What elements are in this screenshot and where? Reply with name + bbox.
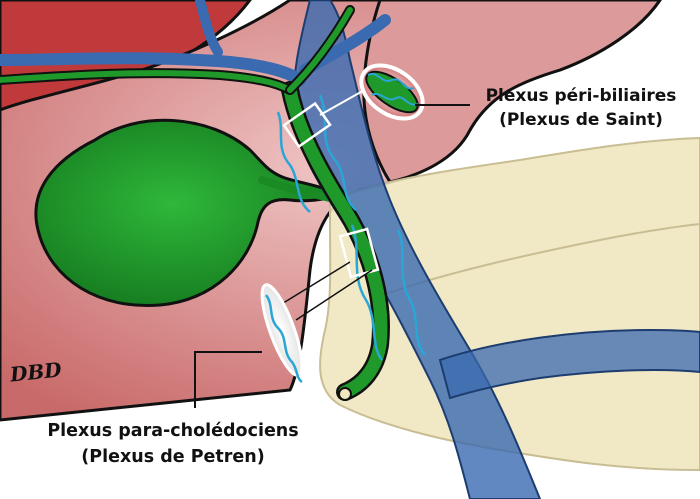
label-peribiliary-line1: Plexus péri-biliaires	[485, 86, 677, 106]
leader-upper	[319, 87, 369, 116]
splenic-vein	[438, 328, 700, 400]
label-peribiliary-line2: (Plexus de Saint)	[499, 110, 663, 130]
label-paracholedocal-line2: (Plexus de Petren)	[81, 447, 265, 467]
paracholedocal-inset-vessel	[264, 294, 303, 384]
leader-lower-b	[295, 269, 373, 321]
pancreas	[319, 136, 700, 472]
label-peribiliary-plexus: Plexus péri-biliaires (Plexus de Saint)	[468, 84, 694, 132]
plexus-vessel-1	[276, 111, 311, 213]
gallbladder	[34, 118, 344, 308]
common-bile-duct-fill	[283, 83, 388, 399]
peribiliary-inset-vessels	[367, 72, 419, 106]
cystic-duct	[258, 176, 334, 202]
hepatic-vein-branch	[195, 0, 223, 57]
left-portal-branch	[0, 52, 306, 86]
plexus-vessel-2	[318, 94, 357, 211]
duct-end	[338, 387, 352, 401]
label-pointer-lower	[194, 351, 262, 408]
inset-box-lower	[338, 227, 380, 279]
label-paracholedocal-plexus: Plexus para-cholédociens (Plexus de Petr…	[28, 418, 318, 470]
label-paracholedocal-line1: Plexus para-cholédociens	[47, 421, 299, 441]
plexus-vessel-4	[396, 229, 427, 356]
right-hepatic-duct-fill	[287, 7, 353, 93]
plexus-vessel-3	[350, 224, 384, 361]
leader-lower-a	[279, 261, 351, 306]
left-hepatic-duct-fill	[0, 70, 293, 93]
